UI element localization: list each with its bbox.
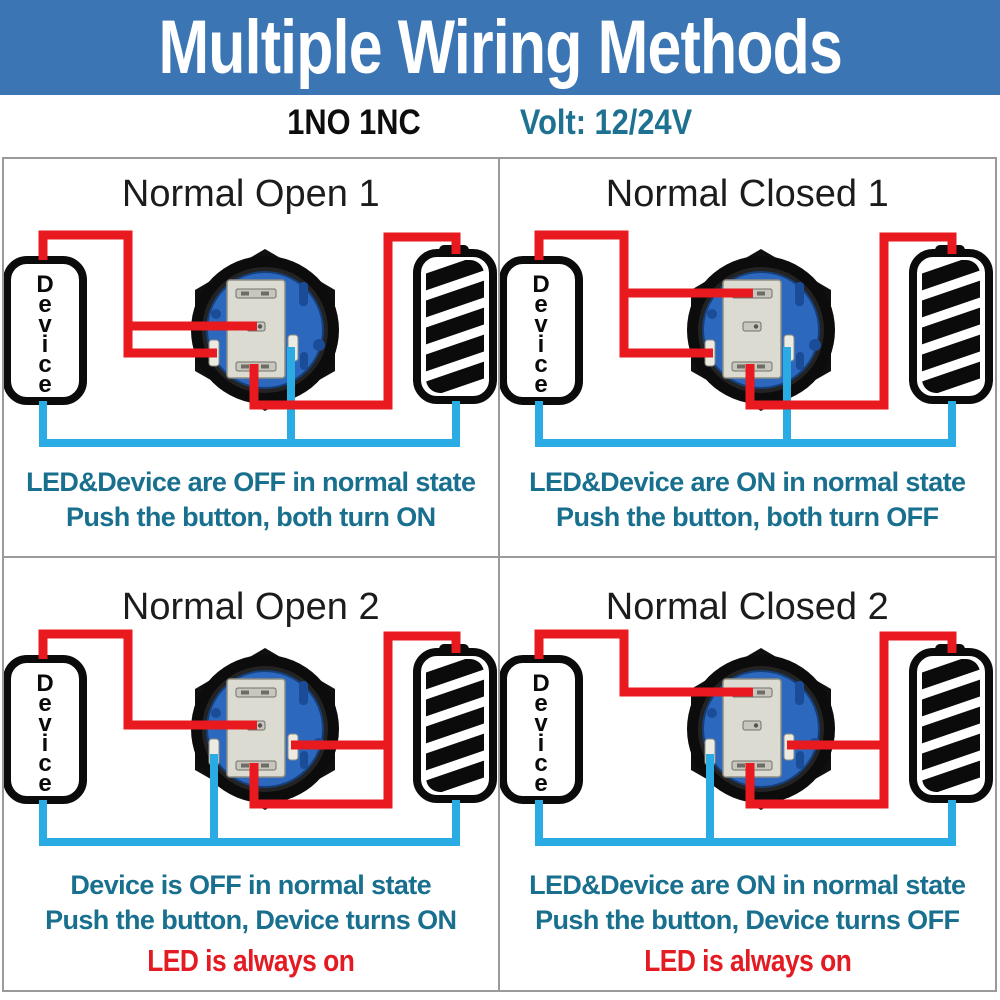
device-label-char: v — [534, 710, 548, 737]
battery — [413, 644, 497, 803]
panel-title: Normal Open 2 — [121, 586, 380, 628]
device-label-char: v — [38, 311, 52, 338]
page-title: Multiple Wiring Methods — [158, 4, 842, 90]
device-box: Device — [499, 655, 583, 804]
battery — [908, 245, 993, 404]
battery-coil-stripes — [426, 659, 484, 792]
red-wire-battery — [745, 631, 956, 809]
battery — [413, 245, 497, 404]
voltage-label: Volt: 12/24V — [519, 103, 693, 142]
device-label-char: i — [42, 730, 49, 757]
nc-terminal — [235, 687, 277, 698]
red-wire-device — [534, 230, 753, 358]
device-label-char: v — [534, 311, 548, 338]
battery-coil-stripes — [426, 260, 484, 393]
device-label-char: e — [38, 770, 51, 797]
device-label-char: D — [532, 271, 549, 298]
device-label-char: e — [38, 291, 51, 318]
device-label-char: e — [38, 690, 51, 717]
blue-wire — [534, 347, 956, 447]
device-box: Device — [4, 256, 87, 405]
device-label-char: c — [534, 750, 547, 777]
wiring-diagram-normal-open-2: Device — [4, 629, 497, 846]
device-box: Device — [4, 655, 87, 804]
device-label-char: i — [42, 331, 49, 358]
device-label-char: c — [38, 351, 51, 378]
device-label-char: D — [532, 670, 549, 697]
device-label-char: e — [38, 371, 51, 398]
blue-wire — [534, 754, 956, 846]
battery-coil-stripes — [921, 659, 980, 792]
no-terminal — [742, 720, 761, 731]
device-label-char: e — [534, 690, 547, 717]
device-label-char: c — [38, 750, 51, 777]
red-wire-battery — [745, 232, 956, 410]
device-label-char: i — [537, 331, 544, 358]
caption-line: LED is always on — [643, 943, 852, 978]
wiring-diagram-normal-open-1: Device — [4, 230, 497, 447]
blue-wire — [39, 347, 460, 447]
panel-title: Normal Closed 2 — [605, 586, 889, 628]
device-label-char: D — [36, 271, 53, 298]
caption-line: LED&Device are OFF in normal state — [26, 467, 476, 497]
device-box: Device — [499, 256, 583, 405]
device-label-char: i — [537, 730, 544, 757]
header-banner: Multiple Wiring Methods — [0, 0, 1000, 95]
contact-config-label: 1NO 1NC — [287, 103, 421, 142]
blue-wire — [39, 754, 460, 846]
device-label-char: e — [534, 371, 547, 398]
caption-line: LED is always on — [147, 943, 355, 978]
panel-title: Normal Closed 1 — [605, 173, 889, 215]
device-label-char: e — [534, 770, 547, 797]
push-button-switch — [191, 648, 339, 810]
push-button-switch — [686, 249, 835, 411]
red-wire-battery — [249, 631, 461, 809]
device-label-char: D — [36, 670, 53, 697]
no-terminal — [742, 321, 761, 332]
wiring-diagram-normal-closed-2: Device — [499, 629, 993, 846]
red-wire-device — [38, 230, 257, 358]
caption-line: Device is OFF in normal state — [70, 870, 432, 900]
caption-line: Push the button, both turn OFF — [556, 502, 939, 532]
battery — [908, 644, 993, 803]
red-wire-device — [38, 629, 257, 730]
wiring-diagram-normal-closed-1: Device — [499, 230, 993, 447]
device-label-char: v — [38, 710, 52, 737]
caption-line: LED&Device are ON in normal state — [529, 870, 966, 900]
device-label-char: c — [534, 351, 547, 378]
red-wire-battery — [249, 232, 461, 410]
caption-line: Push the button, both turn ON — [65, 502, 436, 532]
panel-title: Normal Open 1 — [121, 173, 380, 215]
device-label-char: e — [534, 291, 547, 318]
battery-coil-stripes — [921, 260, 980, 393]
caption-line: Push the button, Device turns OFF — [535, 905, 960, 935]
subheader: 1NO 1NC Volt: 12/24V — [0, 95, 1000, 157]
nc-terminal — [235, 288, 277, 299]
red-wire-device — [534, 629, 753, 697]
caption-line: Push the button, Device turns ON — [45, 905, 457, 935]
caption-line: LED&Device are ON in normal state — [529, 467, 966, 497]
